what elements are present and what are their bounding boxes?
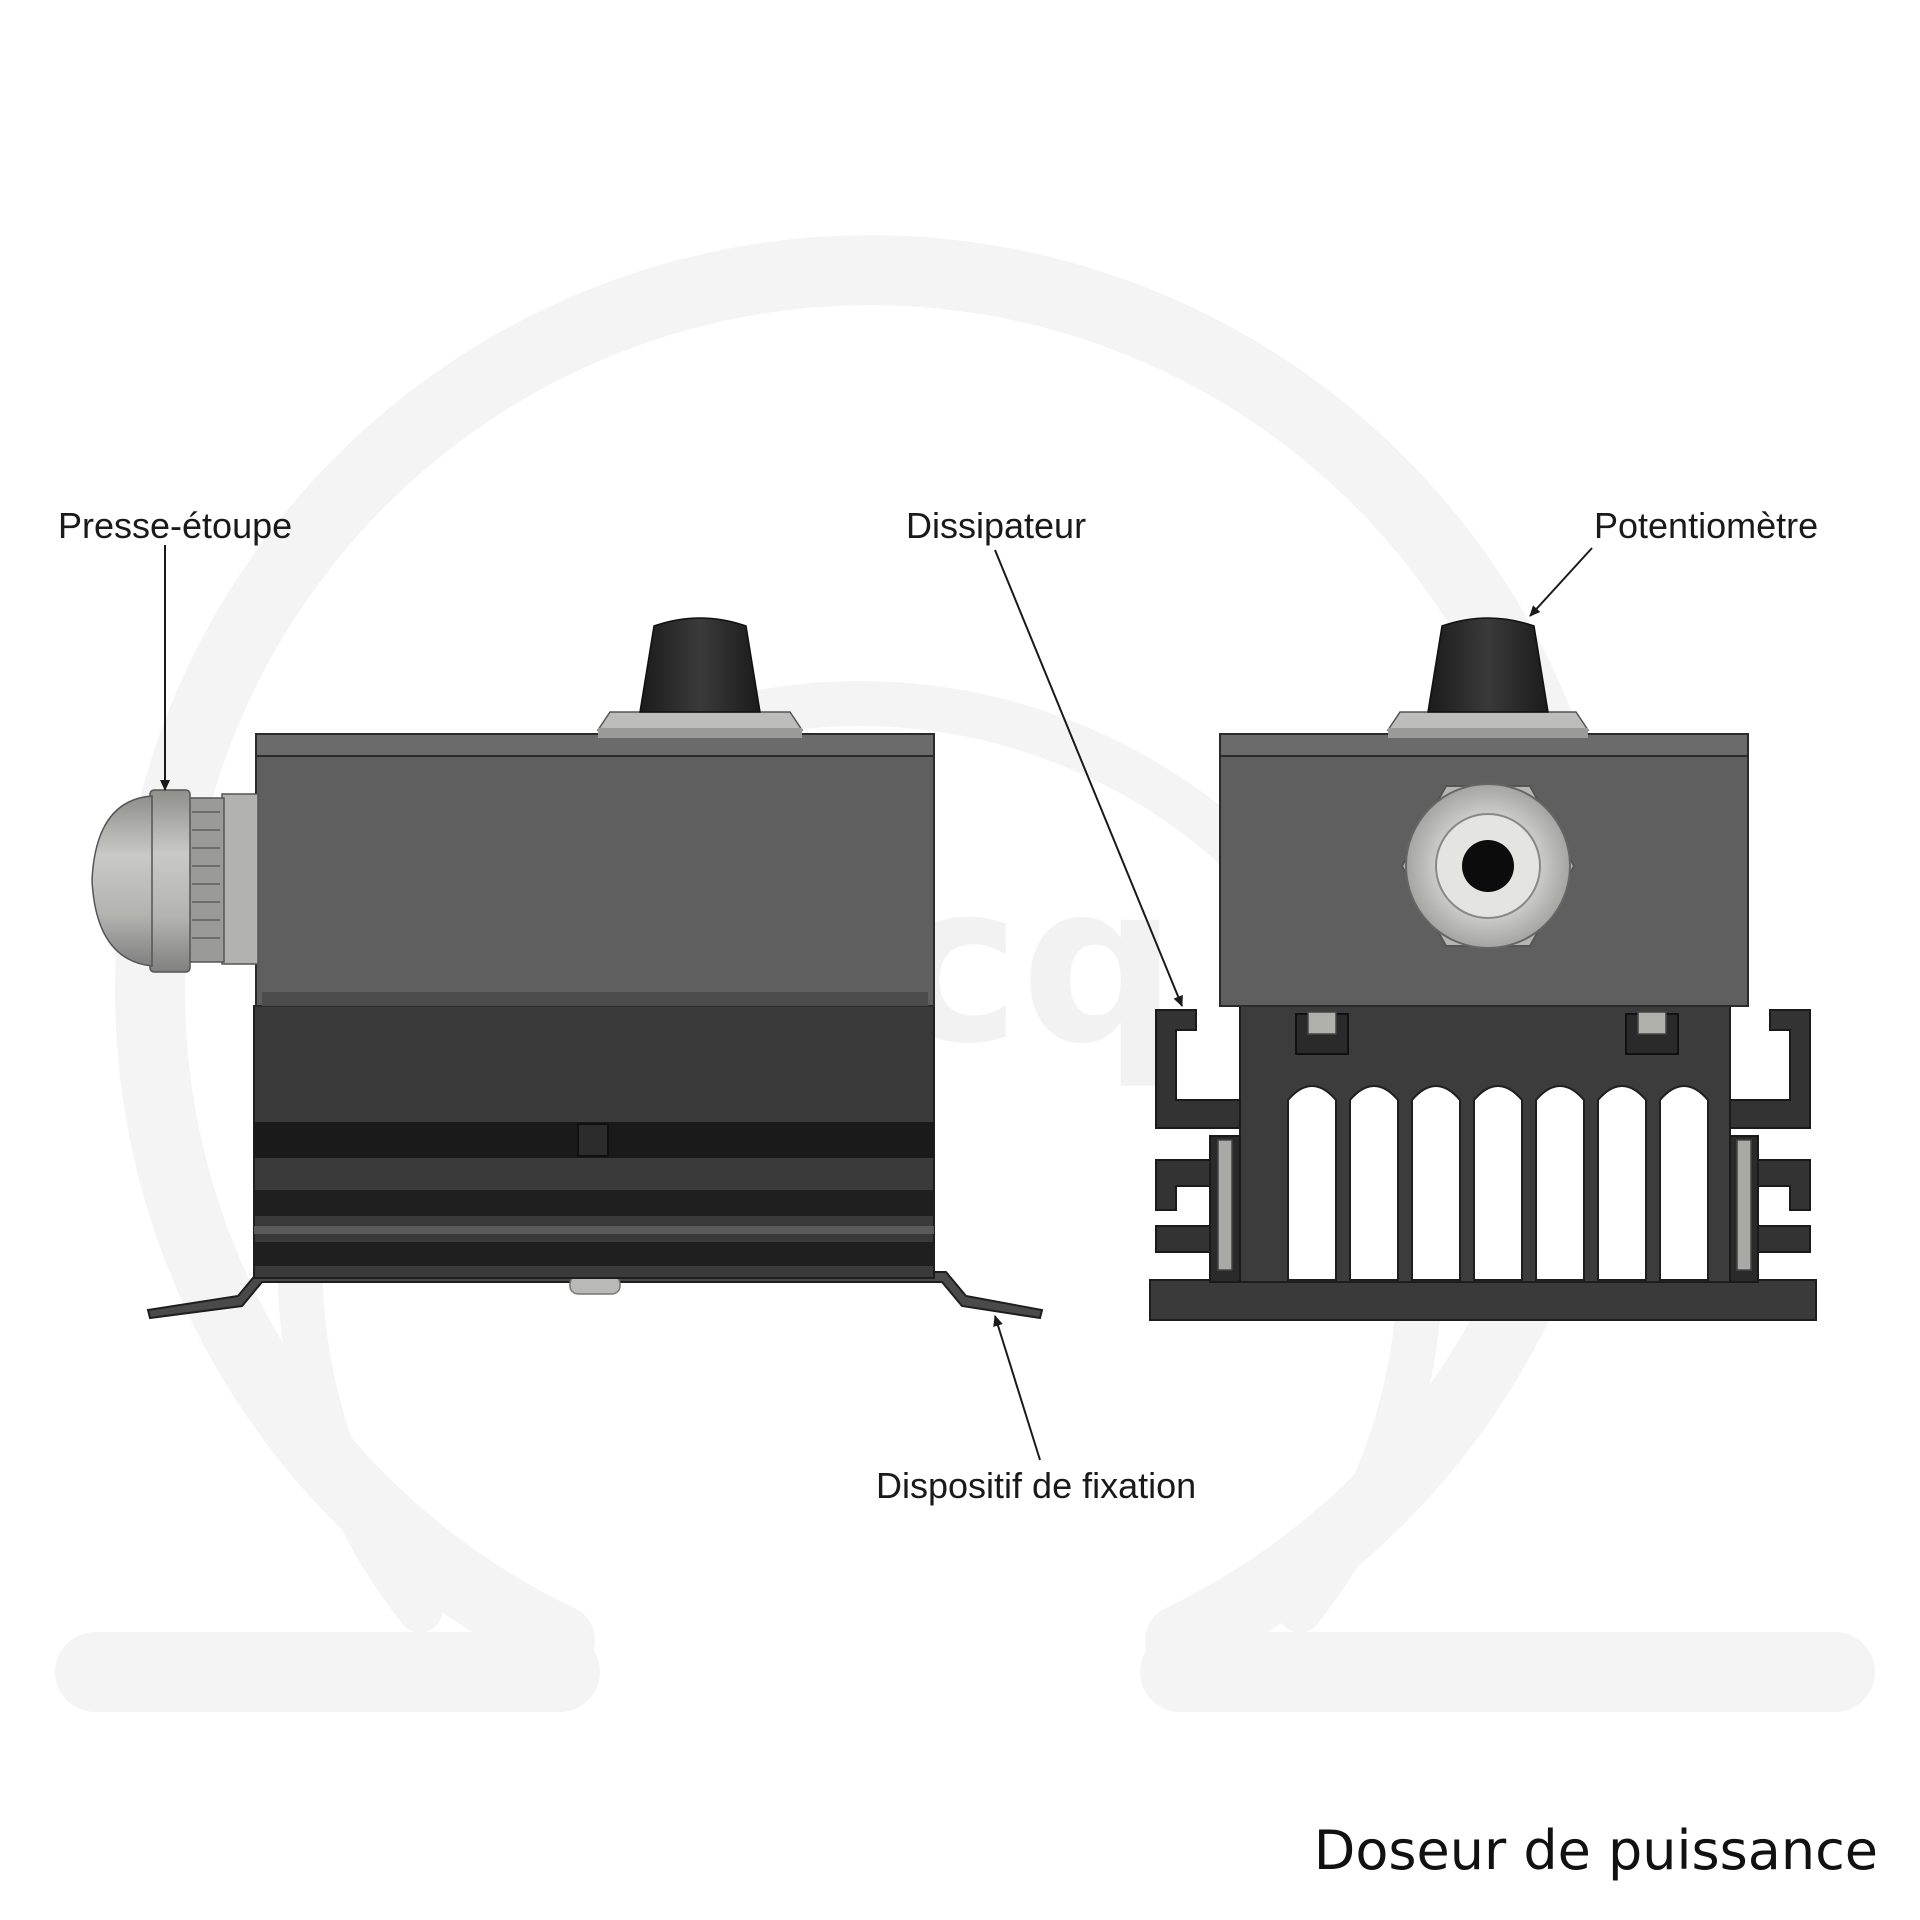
side-potentiometer bbox=[596, 617, 804, 738]
leader-potentiometer bbox=[1529, 547, 1593, 617]
heatsink-screw-right-icon bbox=[1637, 1011, 1667, 1035]
side-view bbox=[91, 617, 1044, 1320]
cable-hole-icon bbox=[1462, 840, 1514, 892]
right-clamp-screw-icon bbox=[1736, 1139, 1752, 1271]
side-cable-gland bbox=[91, 789, 259, 973]
front-cable-gland bbox=[1400, 783, 1576, 949]
heatsink-screw-left-icon bbox=[1307, 1011, 1337, 1035]
set-screw-icon bbox=[577, 1123, 609, 1157]
leader-heatsink bbox=[994, 549, 1183, 1007]
side-heatsink bbox=[253, 1005, 935, 1279]
front-heatsink bbox=[1149, 1005, 1817, 1321]
label-mounting: Dispositif de fixation bbox=[876, 1465, 1197, 1506]
label-potentiometer: Potentiomètre bbox=[1594, 505, 1819, 546]
front-knob-icon bbox=[1427, 617, 1549, 713]
front-potentiometer bbox=[1386, 617, 1590, 738]
left-clamp-screw-icon bbox=[1217, 1139, 1233, 1271]
leader-lines bbox=[160, 545, 1593, 1461]
front-view bbox=[1149, 617, 1817, 1321]
side-housing bbox=[255, 733, 935, 1007]
page-title: Doseur de puissance bbox=[1313, 1819, 1878, 1882]
label-cable-gland: Presse-étoupe bbox=[58, 505, 293, 546]
leader-mounting bbox=[993, 1315, 1041, 1461]
label-heatsink: Dissipateur bbox=[906, 505, 1087, 546]
knob-icon bbox=[639, 617, 761, 713]
